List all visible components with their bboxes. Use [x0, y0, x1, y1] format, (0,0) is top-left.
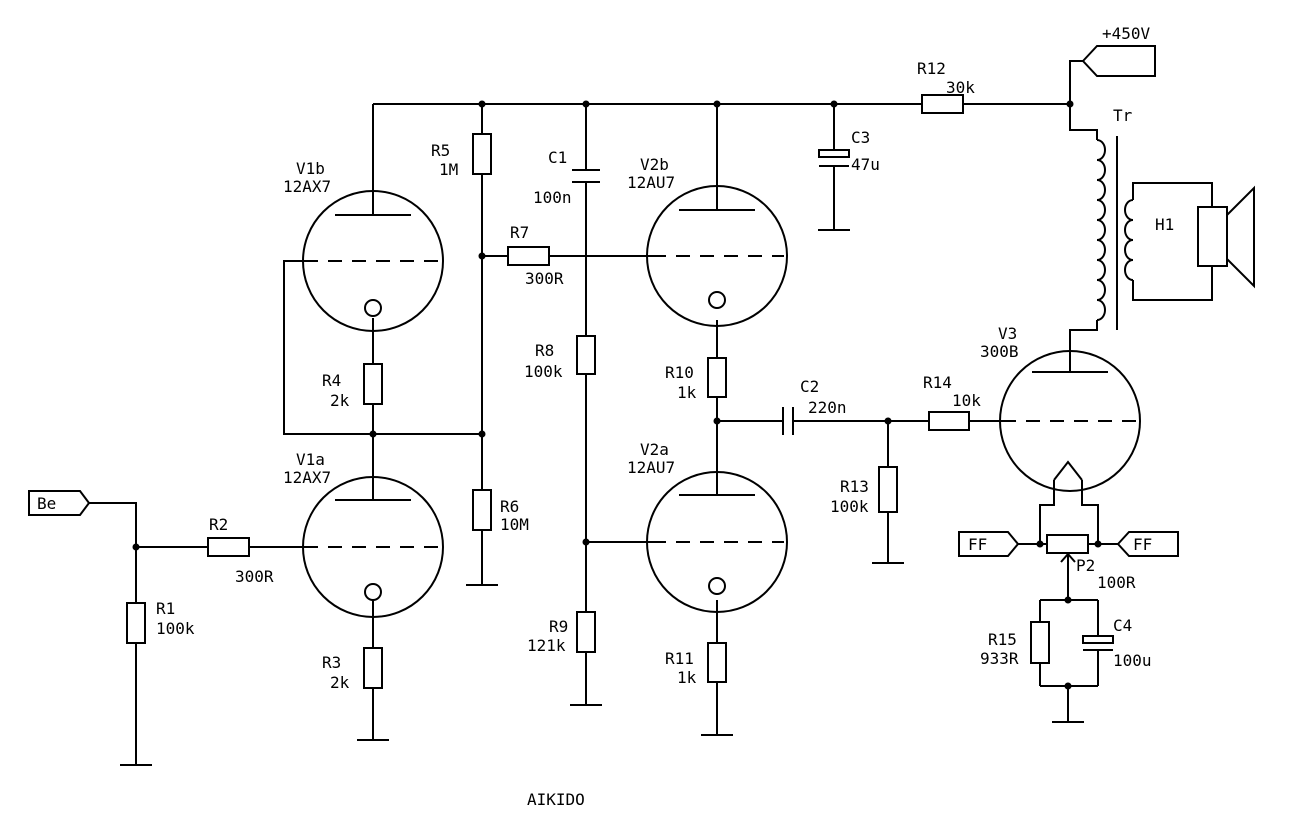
r15-body	[1030, 621, 1050, 664]
r4-body	[363, 363, 383, 405]
p2-body	[1046, 534, 1089, 554]
v2b-ref: V2b	[640, 155, 669, 174]
speaker-label: H1	[1155, 215, 1174, 234]
input-label: Be	[37, 494, 56, 513]
v1a-ref: V1a	[296, 450, 325, 469]
r10-body	[707, 357, 727, 398]
r1-body	[126, 602, 146, 644]
r1-value: 100k	[156, 619, 195, 638]
filament-right-port-flag	[1116, 531, 1179, 557]
r14-body	[928, 411, 970, 431]
r4-ref: R4	[322, 371, 341, 390]
transformer-label: Tr	[1113, 106, 1133, 125]
r4-value: 2k	[330, 391, 350, 410]
c3-value: 47u	[851, 155, 880, 174]
r11-value: 1k	[677, 668, 697, 687]
r3-value: 2k	[330, 673, 350, 692]
c1-value: 100n	[533, 188, 572, 207]
r3-ref: R3	[322, 653, 341, 672]
r5-ref: R5	[431, 141, 450, 160]
c1-plates	[572, 169, 600, 183]
r3-body	[363, 647, 383, 689]
c2-ref: C2	[800, 377, 819, 396]
r7-body	[507, 246, 550, 266]
r2-value: 300R	[235, 567, 274, 586]
v3-type: 300B	[980, 342, 1019, 361]
tube-v3	[999, 350, 1141, 492]
labels: +450V Be FF FF Tr H1 AIKIDO V1b 12AX7 V1…	[37, 24, 1174, 809]
r15-ref: R15	[988, 630, 1017, 649]
p2-ref: P2	[1076, 556, 1095, 575]
junction-dots	[132, 100, 1102, 690]
supply-port-flag	[1081, 45, 1156, 77]
r6-body	[472, 489, 492, 531]
v1b-ref: V1b	[296, 159, 325, 178]
c3-ref: C3	[851, 128, 870, 147]
speaker-icon	[1197, 185, 1255, 289]
resistors	[126, 94, 1089, 689]
filament-right-label: FF	[1133, 535, 1152, 554]
r8-ref: R8	[535, 341, 554, 360]
c1-ref: C1	[548, 148, 567, 167]
c3-plate-positive	[818, 149, 850, 158]
c4-plate-positive	[1082, 635, 1114, 644]
c4-ref: C4	[1113, 616, 1132, 635]
v2b-type: 12AU7	[627, 173, 675, 192]
v1a-type: 12AX7	[283, 468, 331, 487]
port-flags	[28, 45, 1179, 557]
filament-left-label: FF	[968, 535, 987, 554]
filament-left-port-flag	[958, 531, 1020, 557]
r6-value: 10M	[500, 515, 529, 534]
v2a-ref: V2a	[640, 440, 669, 459]
v1b-type: 12AX7	[283, 177, 331, 196]
tube-v1b	[302, 190, 444, 332]
r9-body	[576, 611, 596, 653]
r1-ref: R1	[156, 599, 175, 618]
r11-ref: R11	[665, 649, 694, 668]
r14-value: 10k	[952, 391, 981, 410]
r2-body	[207, 537, 250, 557]
tube-v1a	[302, 476, 444, 618]
c4-value: 100u	[1113, 651, 1152, 670]
r13-value: 100k	[830, 497, 869, 516]
output-transformer	[1096, 136, 1134, 330]
tube-v2a	[646, 471, 788, 613]
r12-ref: R12	[917, 59, 946, 78]
r13-body	[878, 466, 898, 513]
r5-value: 1M	[439, 160, 458, 179]
wires	[89, 60, 1213, 765]
r10-value: 1k	[677, 383, 697, 402]
r12-value: 30k	[946, 78, 975, 97]
page-title: AIKIDO	[527, 790, 585, 809]
c2-plates	[782, 407, 794, 435]
r5-body	[472, 133, 492, 175]
r7-ref: R7	[510, 223, 529, 242]
r6-ref: R6	[500, 497, 519, 516]
r8-value: 100k	[524, 362, 563, 381]
r9-value: 121k	[527, 636, 566, 655]
r11-body	[707, 642, 727, 683]
r12-body	[921, 94, 964, 114]
c2-value: 220n	[808, 398, 847, 417]
p2-value: 100R	[1097, 573, 1136, 592]
r10-ref: R10	[665, 363, 694, 382]
ground-symbols	[120, 229, 1084, 766]
r13-ref: R13	[840, 477, 869, 496]
v2a-type: 12AU7	[627, 458, 675, 477]
supply-label: +450V	[1102, 24, 1151, 43]
capacitors	[572, 149, 1114, 651]
tube-v2b	[646, 185, 788, 327]
v3-ref: V3	[998, 324, 1017, 343]
r7-value: 300R	[525, 269, 564, 288]
r15-value: 933R	[980, 649, 1019, 668]
r9-ref: R9	[549, 617, 568, 636]
input-port-flag	[28, 490, 91, 516]
r8-body	[576, 335, 596, 375]
r14-ref: R14	[923, 373, 952, 392]
r2-ref: R2	[209, 515, 228, 534]
